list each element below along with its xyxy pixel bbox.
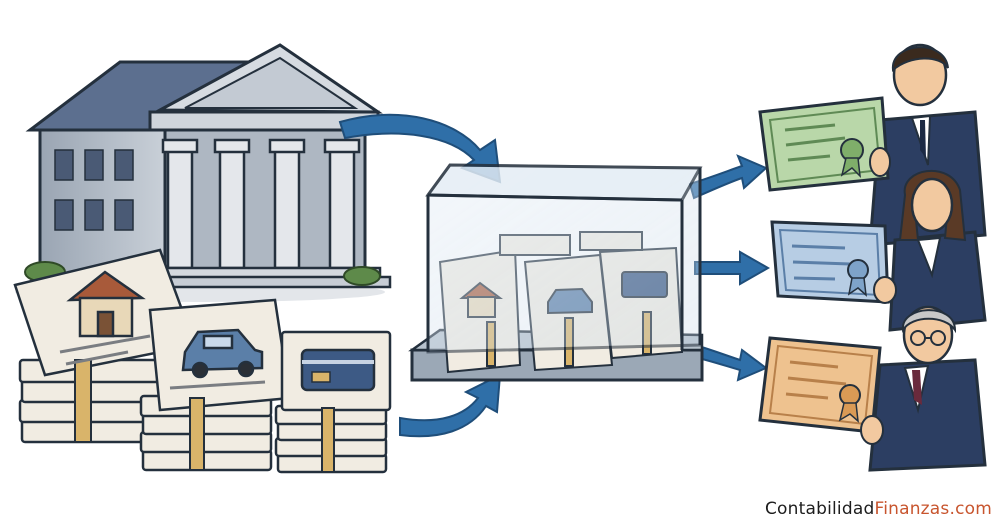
certificate-orange [758,336,884,445]
investor-2 [888,169,987,332]
arrow-docs-to-box [399,373,502,438]
investor-icon [891,43,949,107]
watermark-part-1: Contabilidad [764,499,875,519]
certificate-blue [770,220,897,304]
credit-card-stack [274,330,392,474]
certificate-green [758,96,891,192]
glass-box-icon [408,163,704,382]
car-loan-stack [139,298,292,472]
house-loan-stack [13,248,197,444]
bank-icon [15,43,392,302]
house-icon [66,270,146,338]
investor-3 [868,305,987,472]
watermark: ContabilidadFinanzas.com [765,499,992,519]
arrow-to-cert-3 [688,342,768,382]
arrow-to-cert-2 [694,250,771,286]
credit-card-icon [300,348,376,392]
watermark-part-2: Finanzas.com [874,499,992,519]
car-icon [181,328,264,379]
certificate-icon [840,138,864,179]
arrow-to-cert-1 [688,154,768,200]
